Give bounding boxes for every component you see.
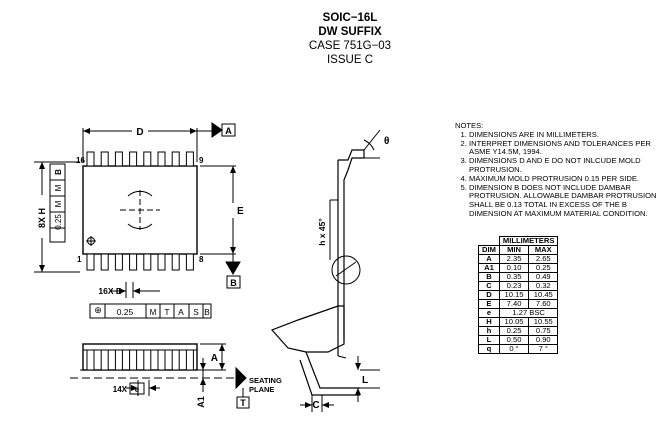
h-chamfer-label: h x 45° (317, 218, 327, 246)
suffix-title: DW SUFFIX (318, 26, 382, 38)
lead-side (157, 349, 166, 371)
note-item: INTERPRET DIMENSIONS AND TOLERANCES PER … (469, 139, 665, 158)
lead-side (86, 349, 95, 371)
lead-side (129, 349, 138, 371)
tol-h-ref: B (54, 169, 63, 175)
pin-16-label: 16 (76, 156, 85, 165)
lead-top (143, 151, 152, 167)
tol-h-value: 0.25 (54, 214, 63, 230)
case-label: CASE 751G−03 (308, 40, 392, 52)
tol-b-s1: S (193, 308, 198, 317)
tol-b-t: T (164, 307, 169, 317)
dim-h-label: 8X H (37, 208, 47, 228)
lead-bottom (129, 253, 138, 271)
position-symbol: ⊕ (94, 305, 102, 315)
lead-bottom (114, 253, 123, 271)
pin-9-label: 9 (199, 156, 204, 165)
package-body-side (82, 343, 198, 371)
table-cell-min: 0 ° (498, 344, 530, 354)
lead-bottom (100, 253, 109, 271)
tol-h-ref-mod: M (54, 184, 63, 191)
note-item: DIMENSIONS D AND E DO NOT INLCUDE MOLD P… (469, 156, 665, 175)
lead-top (171, 151, 180, 167)
notes-title: NOTES: (455, 121, 484, 130)
lead-bottom (157, 253, 166, 271)
pin-1-label: 1 (77, 255, 82, 264)
theta-label: θ (384, 136, 389, 147)
lead-top (129, 151, 138, 167)
tol-h-mod: M (54, 200, 63, 207)
issue-label: ISSUE C (326, 54, 373, 66)
dim-e-label: E (237, 206, 244, 217)
seating-label-2: PLANE (249, 385, 274, 394)
tol-b-value: 0.25 (117, 307, 134, 317)
lead-side (114, 349, 123, 371)
package-title: SOIC−16L (322, 12, 378, 24)
datum-b-label: B (230, 278, 237, 288)
tol-b-mod: M (150, 308, 157, 317)
tol-b-a: A (178, 307, 184, 317)
note-item: DIMENSIONS ARE IN MILLIMETERS. (469, 130, 665, 140)
lead-top (157, 151, 166, 167)
datum-a-label: A (225, 126, 232, 136)
tol-b-b: B (204, 307, 210, 317)
datum-t-label: T (240, 398, 246, 408)
dim-a-label: A (211, 353, 218, 364)
lead-side (185, 349, 194, 371)
lead-side (143, 349, 152, 371)
dim-a1-label: A1 (196, 396, 206, 408)
lead-side (171, 349, 180, 371)
dim-c-label: C (312, 400, 319, 411)
table-cell-dim: q (478, 344, 500, 354)
dim-d-label: D (136, 127, 143, 138)
lead-side (100, 349, 109, 371)
lead-top (86, 151, 95, 167)
dim-l-label: L (362, 375, 368, 386)
table-cell-max: 7 ° (528, 344, 559, 354)
lead-bottom (185, 253, 194, 271)
dim-e-pitch-label: 14X (113, 385, 128, 394)
lead-bottom (143, 253, 152, 271)
lead-bottom (171, 253, 180, 271)
lead-top (100, 151, 109, 167)
notes-block: NOTES: DIMENSIONS ARE IN MILLIMETERS. IN… (455, 121, 665, 219)
lead-top (185, 151, 194, 167)
bottom-pin-row (86, 253, 194, 271)
side-pin-row (86, 349, 194, 371)
dim-b-label: 16X B (98, 286, 122, 296)
package-body-top (82, 165, 198, 255)
top-pin-row (86, 151, 194, 167)
note-item: MAXIMUM MOLD PROTRUSION 0.15 PER SIDE. (469, 174, 665, 184)
pin-8-label: 8 (199, 255, 204, 264)
note-item: DIMENSION B DOES NOT INCLUDE DAMBAR PROT… (469, 183, 665, 219)
lead-bottom (86, 253, 95, 271)
seating-label-1: SEATING (249, 376, 282, 385)
e-pitch-symbol: e (135, 385, 140, 394)
lead-top (114, 151, 123, 167)
